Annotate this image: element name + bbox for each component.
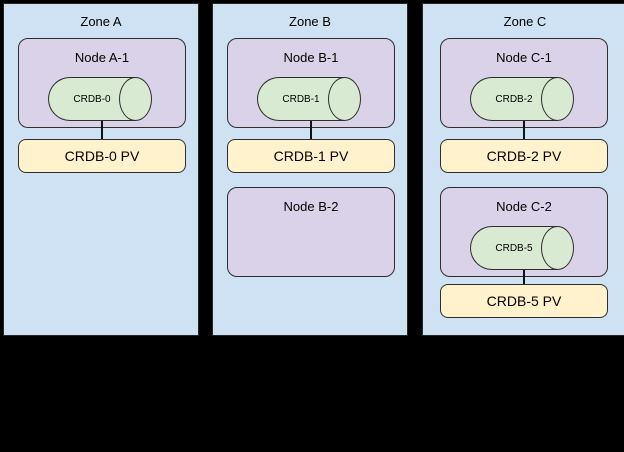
pod-label: CRDB-1 [282, 93, 320, 105]
cylinder-cap-ellipse [119, 77, 152, 121]
node-title: Node C-2 [496, 199, 552, 214]
pv-label: CRDB-5 PV [486, 293, 562, 309]
pod-label: CRDB-5 [495, 242, 533, 254]
cylinder-cap-ellipse [328, 77, 361, 121]
node-title: Node C-1 [496, 50, 552, 65]
pv-box: CRDB-0 PV [18, 139, 186, 173]
node-c2-box: Node C-2 CRDB-5 [440, 187, 608, 277]
pv-box: CRDB-2 PV [440, 139, 608, 173]
pv-connector-line [523, 270, 525, 284]
pv-box: CRDB-1 PV [227, 139, 395, 173]
crdb-pod-cylinder-icon: CRDB-5 [470, 226, 574, 270]
pod-label: CRDB-2 [495, 93, 533, 105]
pv-label: CRDB-0 PV [64, 148, 140, 164]
node-c1-box: Node C-1 CRDB-2 [440, 38, 608, 128]
node-title: Node A-1 [74, 50, 130, 65]
zone-title: Zone A [80, 14, 122, 29]
pv-connector-line [101, 121, 103, 139]
pv-label: CRDB-1 PV [273, 148, 349, 164]
crdb-pod-cylinder-icon: CRDB-1 [257, 77, 361, 121]
pv-connector-line [523, 121, 525, 139]
node-b2-box: Node B-2 [227, 187, 395, 277]
zone-b-container: Zone B Node B-1 CRDB-1 CRDB-1 PV Node B-… [212, 3, 408, 336]
zone-a-container: Zone A Node A-1 CRDB-0 CRDB-0 PV [3, 3, 199, 336]
crdb-pod-cylinder-icon: CRDB-2 [470, 77, 574, 121]
node-b1-box: Node B-1 CRDB-1 [227, 38, 395, 128]
node-title: Node B-1 [283, 50, 339, 65]
node-a1-box: Node A-1 CRDB-0 [18, 38, 186, 128]
zone-title: Zone C [503, 14, 547, 29]
crdb-pod-cylinder-icon: CRDB-0 [48, 77, 152, 121]
pv-box: CRDB-5 PV [440, 284, 608, 318]
pv-label: CRDB-2 PV [486, 148, 562, 164]
cylinder-cap-ellipse [541, 226, 574, 270]
pod-label: CRDB-0 [73, 93, 111, 105]
pv-connector-line [310, 121, 312, 139]
cylinder-cap-ellipse [541, 77, 574, 121]
zone-title: Zone B [289, 14, 331, 29]
node-title: Node B-2 [283, 199, 339, 214]
zone-c-container: Zone C Node C-1 CRDB-2 CRDB-2 PV Node C-… [422, 3, 624, 336]
